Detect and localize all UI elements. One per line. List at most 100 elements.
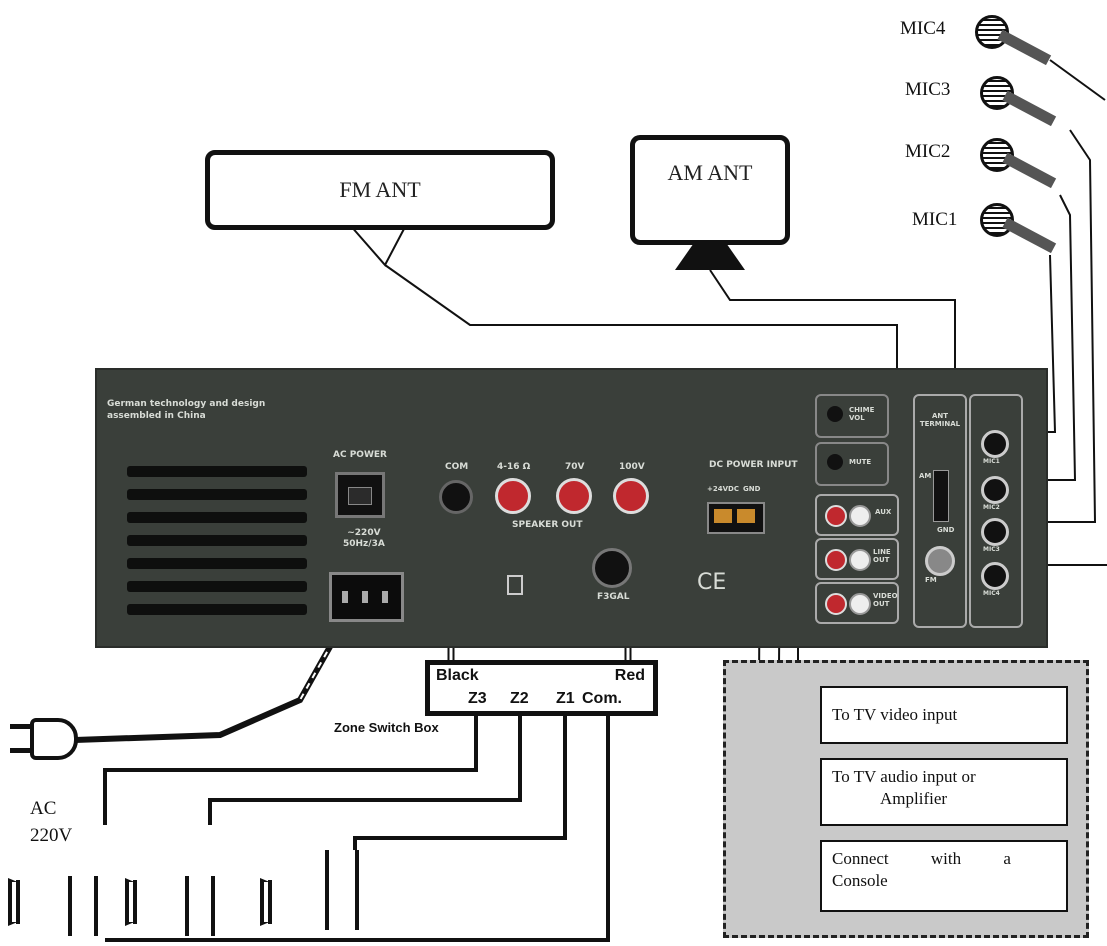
am-antenna: AM ANT xyxy=(630,135,790,245)
line-out-rca-panel: LINE OUT xyxy=(815,538,899,580)
tv-video-box: To TV video input xyxy=(820,686,1068,744)
chime-vol-knob-panel[interactable]: CHIME VOL xyxy=(815,394,889,438)
mute-label: MUTE xyxy=(849,458,872,466)
tv-audio-label-line1: To TV audio input or xyxy=(832,767,976,786)
terminal-4-16[interactable] xyxy=(495,478,531,514)
gnd-label: GND xyxy=(937,526,955,534)
mic1: MIC1 xyxy=(912,203,1072,254)
zone-z2-label: Z2 xyxy=(510,690,529,707)
zone-com-label: Com. xyxy=(582,690,622,707)
ventilation-grille xyxy=(127,466,307,615)
dc-power-terminal[interactable] xyxy=(707,502,765,534)
dc-power-input-label: DC POWER INPUT xyxy=(709,460,798,470)
ant-terminal-label: ANT TERMINAL xyxy=(919,412,961,428)
zone-wire-com xyxy=(105,710,610,942)
ac-plug-icon xyxy=(10,718,80,760)
brand-line-2: assembled in China xyxy=(107,411,206,421)
chime-vol-label: CHIME VOL xyxy=(849,406,875,422)
fuse-label: F3GAL xyxy=(597,592,630,602)
speaker-1 xyxy=(8,868,108,938)
terminal-label-4-16: 4-16 Ω xyxy=(497,462,531,472)
aux-rca-panel: AUX xyxy=(815,494,899,536)
mic1-jack-label: MIC1 xyxy=(983,458,1000,465)
ac-power-switch[interactable] xyxy=(335,472,385,518)
mic4-jack-label: MIC4 xyxy=(983,590,1000,597)
iec-power-socket xyxy=(329,572,404,622)
zone-wire-z1 xyxy=(353,710,567,850)
weee-bin-icon xyxy=(507,575,523,595)
zone-wire-z3 xyxy=(103,710,478,825)
zone-wire-z2 xyxy=(208,710,522,825)
brand-line-1: German technology and design xyxy=(107,399,266,409)
terminal-label-com: COM xyxy=(445,462,469,472)
video-out-rca-panel: VIDEO OUT xyxy=(815,582,899,624)
ac-label-line2: 220V xyxy=(30,825,73,846)
fm-label: FM xyxy=(925,576,937,584)
tv-audio-label-line2: Amplifier xyxy=(880,789,948,808)
zone-z1-label: Z1 xyxy=(556,690,575,707)
ac-power-label: AC POWER xyxy=(333,450,387,460)
terminal-70v[interactable] xyxy=(556,478,592,514)
mic2: MIC2 xyxy=(905,138,1065,189)
console-box: Connect with a Console xyxy=(820,840,1068,912)
am-terminal[interactable] xyxy=(933,470,949,522)
console-label-line2: Console xyxy=(832,871,888,890)
dc-gnd-label: GND xyxy=(743,485,761,493)
mic4-cable xyxy=(1049,59,1106,101)
console-label-line1: Connect with a xyxy=(832,849,1011,868)
tv-video-label: To TV video input xyxy=(832,705,958,724)
terminal-com[interactable] xyxy=(439,480,473,514)
video-out-jack-white[interactable] xyxy=(849,593,871,615)
red-wire-label: Red xyxy=(614,667,645,684)
mic3-jack[interactable] xyxy=(981,518,1009,546)
zone-z3-label: Z3 xyxy=(468,690,487,707)
video-out-label: VIDEO OUT xyxy=(873,592,898,608)
line-out-jack-red[interactable] xyxy=(825,549,847,571)
fm-antenna: FM ANT xyxy=(205,150,555,230)
aux-jack-white[interactable] xyxy=(849,505,871,527)
mic1-jack[interactable] xyxy=(981,430,1009,458)
am-antenna-label: AM ANT xyxy=(667,160,753,185)
black-wire-label: Black xyxy=(436,667,479,684)
fuse-holder[interactable] xyxy=(592,548,632,588)
transformer-icon xyxy=(68,876,98,936)
speaker-out-label: SPEAKER OUT xyxy=(512,520,583,530)
transformer-icon xyxy=(185,876,215,936)
mute-knob-panel[interactable]: MUTE xyxy=(815,442,889,486)
ce-mark: CE xyxy=(697,570,727,595)
speaker-3 xyxy=(260,850,370,938)
aux-label: AUX xyxy=(875,508,892,516)
mic3-label: MIC3 xyxy=(905,79,951,100)
mic4-label: MIC4 xyxy=(900,18,946,39)
fuse-rating-label: 50Hz/3A xyxy=(343,539,385,549)
terminal-100v[interactable] xyxy=(613,478,649,514)
ant-terminal-panel: ANT TERMINAL AM GND FM xyxy=(913,394,967,628)
mic2-label: MIC2 xyxy=(905,141,951,162)
tv-audio-box: To TV audio input or Amplifier xyxy=(820,758,1068,826)
mic3-jack-label: MIC3 xyxy=(983,546,1000,553)
line-out-label: LINE OUT xyxy=(873,548,891,564)
transformer-icon xyxy=(325,850,359,930)
dc-plus-label: +24VDC xyxy=(707,485,739,493)
terminal-label-100v: 100V xyxy=(619,462,645,472)
am-label: AM xyxy=(919,472,932,480)
video-out-jack-red[interactable] xyxy=(825,593,847,615)
voltage-label: ~220V xyxy=(347,528,381,538)
mic1-label: MIC1 xyxy=(912,209,958,230)
mic4-jack[interactable] xyxy=(981,562,1009,590)
zone-switch-box: Black Red Z3 Z2 Z1 Com. xyxy=(425,660,658,716)
fm-terminal[interactable] xyxy=(925,546,955,576)
mic4: MIC4 xyxy=(900,15,1060,66)
terminal-label-70v: 70V xyxy=(565,462,585,472)
ac-label-line1: AC xyxy=(30,798,57,819)
mic3: MIC3 xyxy=(905,76,1065,127)
mic-jack-panel: MIC1 MIC2 MIC3 MIC4 xyxy=(969,394,1023,628)
ac-voltage-label: AC 220V xyxy=(30,795,72,849)
amplifier-rear-panel: German technology and design assembled i… xyxy=(95,368,1048,648)
mic2-jack[interactable] xyxy=(981,476,1009,504)
aux-jack-red[interactable] xyxy=(825,505,847,527)
line-out-jack-white[interactable] xyxy=(849,549,871,571)
zone-switch-box-caption: Zone Switch Box xyxy=(334,720,439,735)
mic2-jack-label: MIC2 xyxy=(983,504,1000,511)
fm-antenna-label: FM ANT xyxy=(339,177,421,202)
